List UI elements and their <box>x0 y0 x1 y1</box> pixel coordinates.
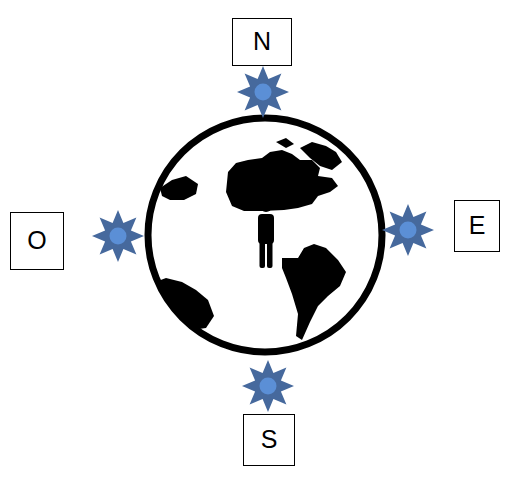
continents <box>150 138 346 340</box>
person-figure <box>258 200 274 268</box>
direction-box: S <box>243 414 295 466</box>
star-east <box>382 204 434 256</box>
direction-letter: E <box>469 212 486 240</box>
greenland <box>300 142 342 170</box>
direction-letter: O <box>27 227 46 255</box>
star-west <box>92 210 144 262</box>
star-north <box>237 66 289 118</box>
direction-box: O <box>10 212 64 270</box>
arctic-islands <box>276 138 294 148</box>
direction-box: N <box>232 18 292 66</box>
star-south <box>242 360 294 412</box>
direction-box: E <box>454 200 500 252</box>
europe <box>160 176 198 200</box>
africa <box>150 278 214 330</box>
direction-letter: S <box>261 426 278 454</box>
globe-outline <box>148 118 382 352</box>
south-america <box>282 244 346 340</box>
direction-letter: N <box>253 28 271 56</box>
